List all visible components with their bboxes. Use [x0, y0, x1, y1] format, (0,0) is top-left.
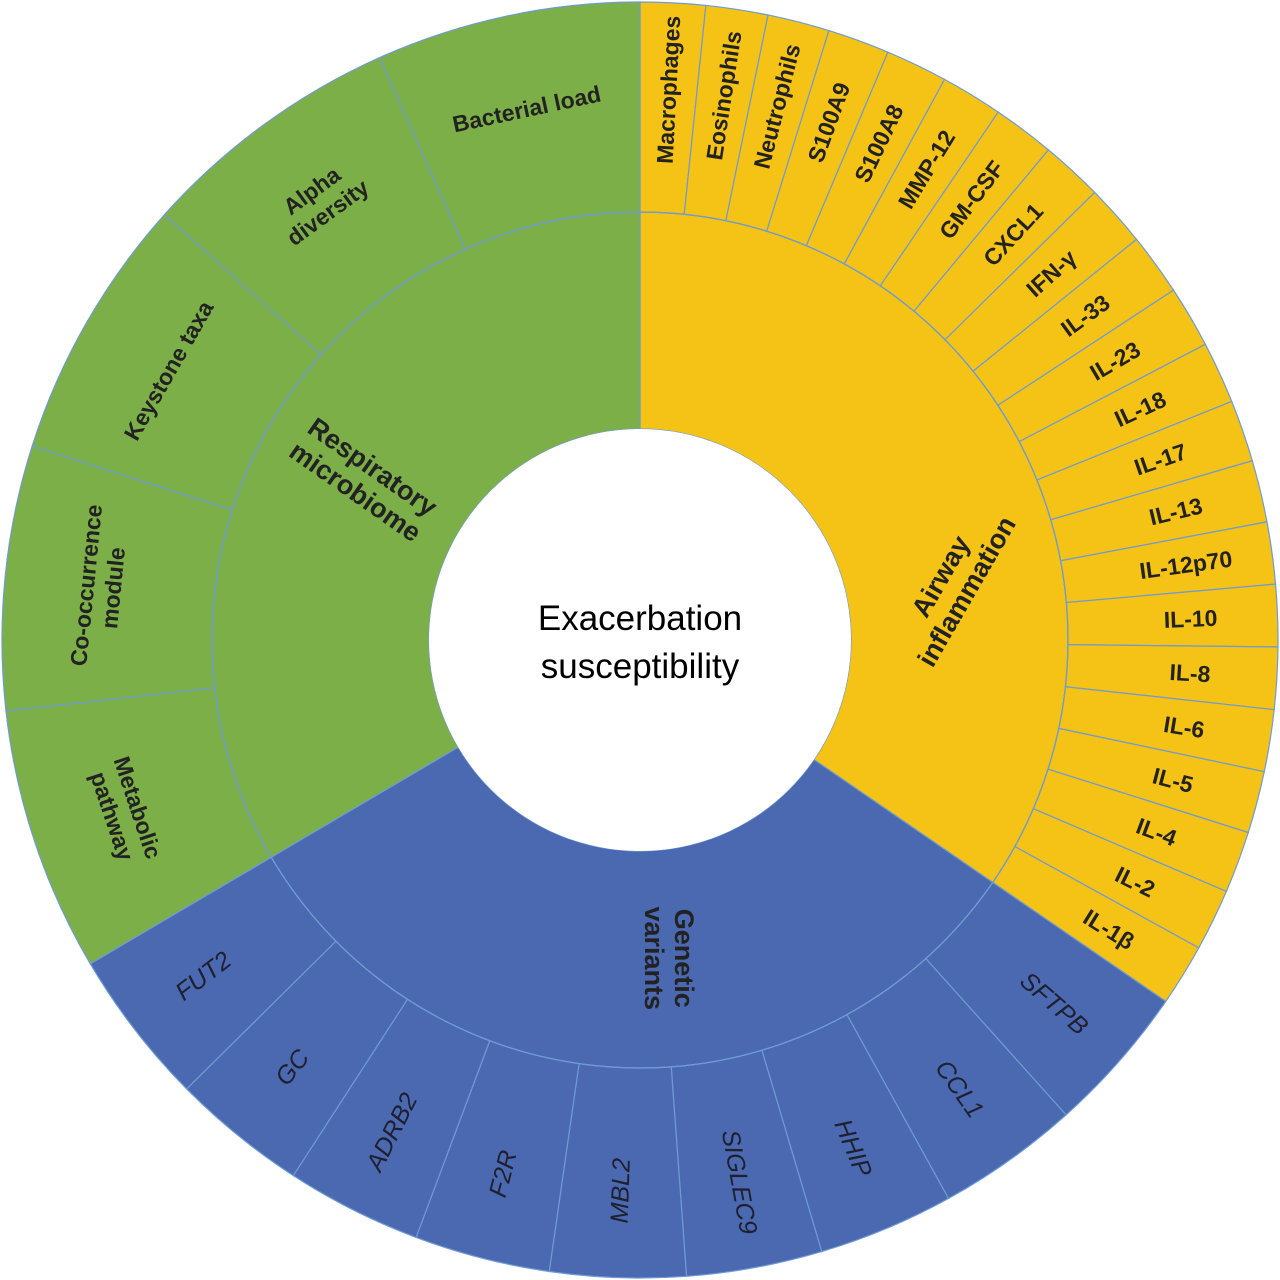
center-title-line-2: susceptibility: [541, 647, 740, 686]
item-label-mbl2: MBL2: [606, 1157, 636, 1223]
center-hole: [429, 429, 851, 851]
item-label-mbl2-line-1: MBL2: [606, 1157, 636, 1223]
category-label-genetic-line-1: Genetic: [669, 909, 699, 1008]
item-label-il-6-line-1: IL-6: [1162, 711, 1206, 743]
item-label-il-8-line-1: IL-8: [1169, 659, 1212, 687]
center-title-line-1: Exacerbation: [538, 599, 742, 638]
inner-ring: [211, 211, 1069, 1069]
item-label-il-8: IL-8: [1169, 659, 1212, 687]
category-label-genetic-line-2: variants: [639, 907, 669, 1011]
item-label-il-10-line-1: IL-10: [1163, 605, 1218, 633]
item-label-il-6: IL-6: [1162, 711, 1206, 743]
category-label-genetic: Geneticvariants: [639, 907, 699, 1011]
inner-ring-border: [211, 211, 1069, 1069]
item-label-il-10: IL-10: [1163, 605, 1218, 633]
